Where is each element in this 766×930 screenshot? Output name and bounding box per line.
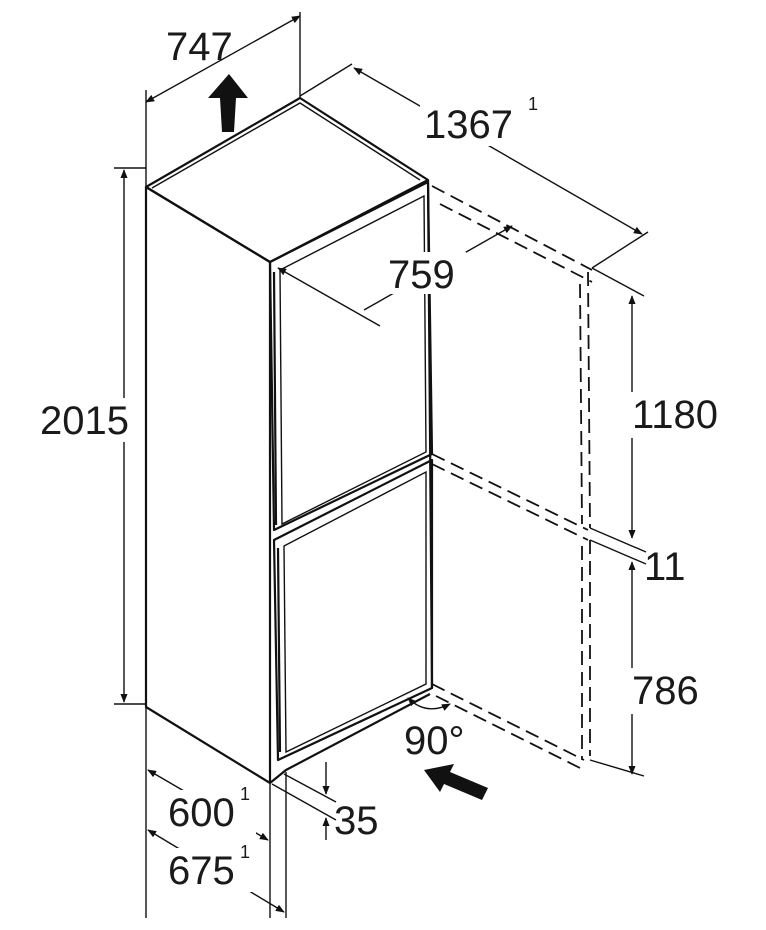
dim-786: 786 (589, 561, 714, 777)
arrow-diagonal-icon (424, 764, 488, 800)
dim-600-footnote: 1 (240, 784, 250, 804)
dim-35: 35 (271, 762, 379, 843)
lower-door (272, 458, 434, 762)
dim-786-label: 786 (632, 669, 699, 713)
lower-door-handle (276, 547, 282, 753)
dim-675-label: 675 (168, 849, 235, 893)
dim-11-label: 11 (644, 545, 686, 589)
fridge-plinth (269, 693, 431, 784)
dim-675: 675 1 (147, 772, 287, 918)
dim-2015-label: 2015 (40, 399, 129, 443)
door-angle-indicator: 90° (404, 697, 465, 763)
curved-double-arrow-icon (407, 697, 451, 711)
door-angle-label: 90° (404, 719, 465, 763)
arrow-up-icon (208, 74, 248, 132)
dim-11: 11 (589, 527, 686, 589)
upper-door (268, 180, 434, 532)
dim-747-label: 747 (166, 25, 233, 69)
fridge-side-face (144, 185, 272, 785)
fridge-top-face (144, 96, 430, 264)
dim-1180-label: 1180 (632, 393, 718, 437)
dim-1367-label: 1367 (424, 103, 513, 147)
dim-600: 600 1 (145, 708, 271, 918)
upper-door-handle (272, 271, 278, 526)
dim-1367: 1367 1 (299, 63, 649, 269)
dim-759-label: 759 (388, 253, 455, 297)
dim-1367-footnote: 1 (528, 94, 538, 114)
dim-675-footnote: 1 (240, 842, 250, 862)
dim-759: 759 (277, 225, 513, 327)
dim-2015: 2015 (38, 167, 146, 705)
dim-1180: 1180 (591, 267, 730, 539)
dim-747: 747 (145, 12, 301, 186)
dim-600-label: 600 (168, 791, 235, 835)
dim-35-label: 35 (334, 799, 379, 843)
